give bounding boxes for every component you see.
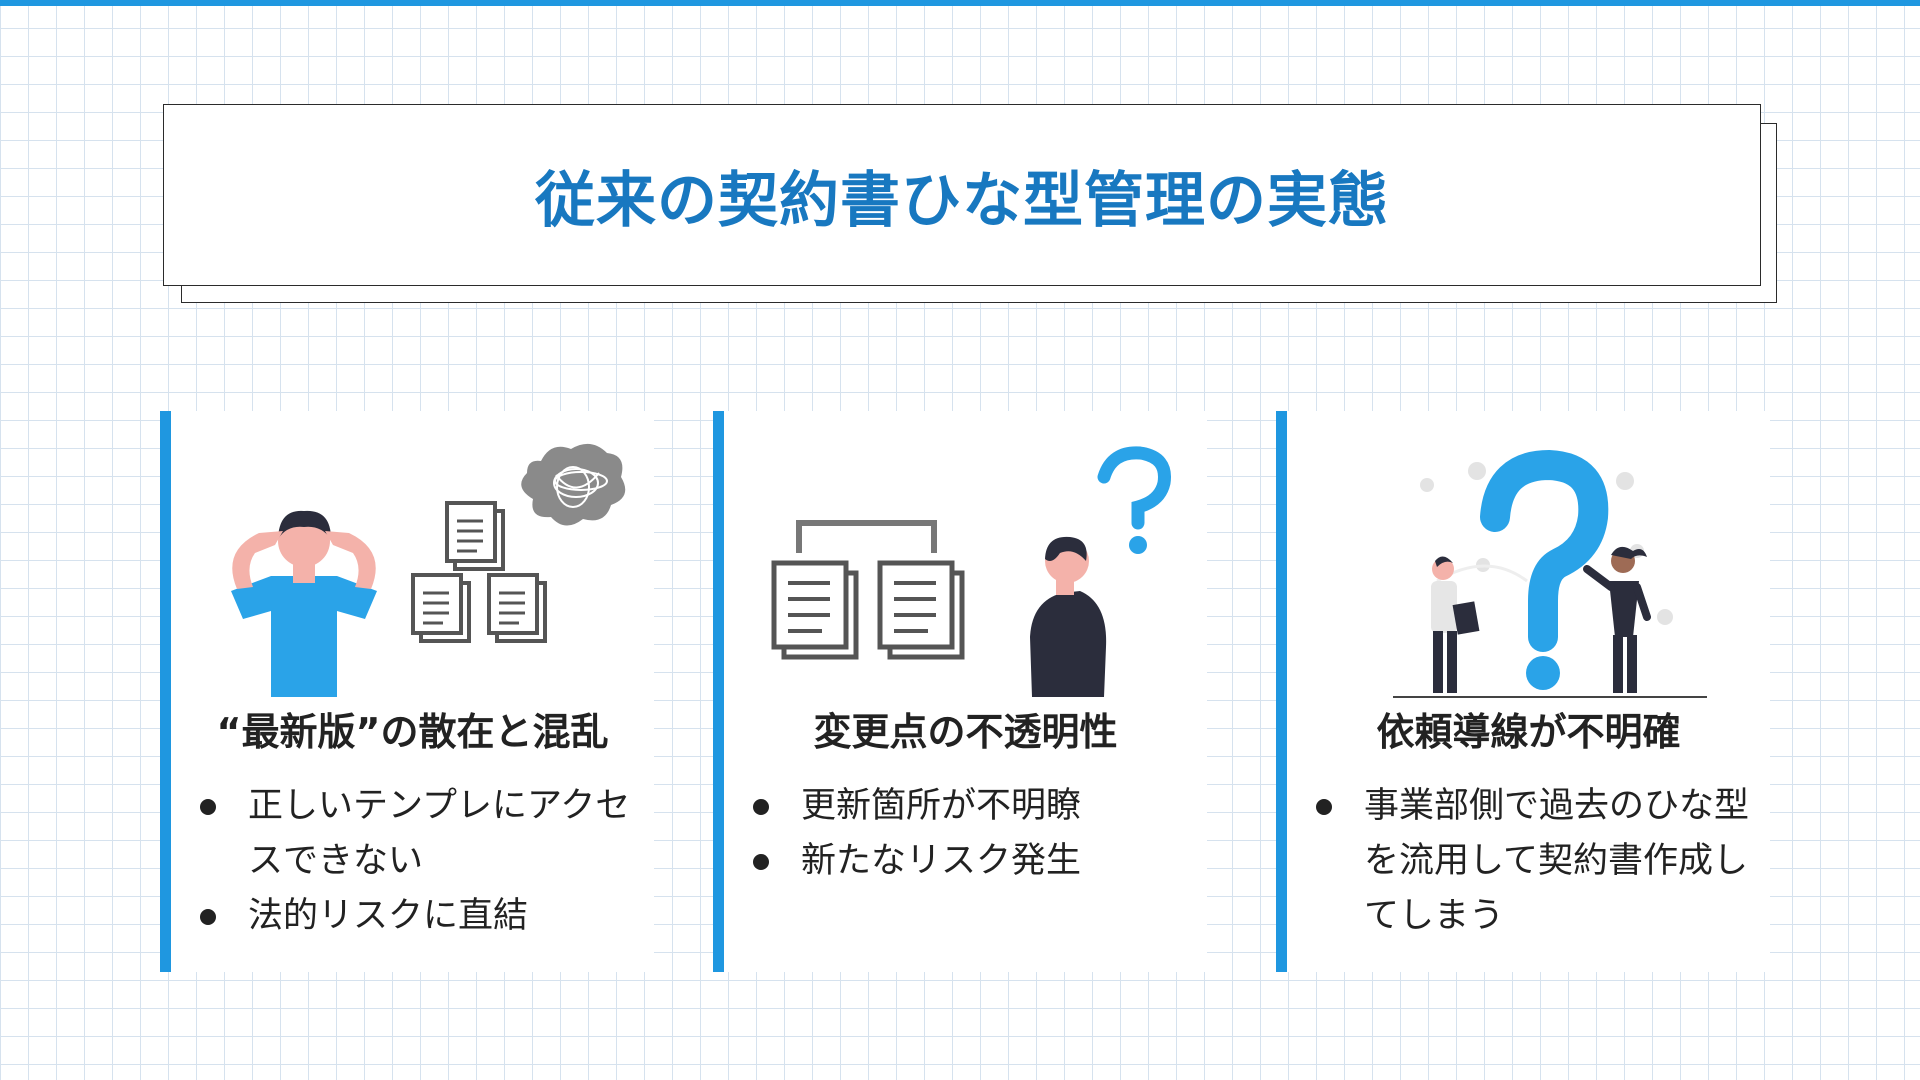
card-heading: “最新版”の散在と混乱 — [216, 710, 609, 754]
card-accent-bar — [713, 411, 724, 972]
bullet-dot-icon — [200, 909, 216, 925]
list-item: 新たなリスク発生 — [747, 834, 1197, 889]
problem-card-2: 変更点の不透明性 更新箇所が不明瞭 新たなリスク発生 — [713, 411, 1207, 972]
list-item-text: 正しいテンプレにアクセスできない — [248, 786, 631, 881]
list-item-text: 新たなリスク発生 — [801, 841, 1082, 881]
title-box: 従来の契約書ひな型管理の実態 — [163, 104, 1761, 286]
list-item: 正しいテンプレにアクセスできない — [194, 779, 644, 889]
list-item: 更新箇所が不明瞭 — [747, 779, 1197, 834]
list-item: 事業部側で過去のひな型を流用して契約書作成してしまう — [1310, 779, 1760, 944]
problem-card-1: “最新版”の散在と混乱 正しいテンプレにアクセスできない 法的リスクに直結 — [160, 411, 654, 972]
list-item-text: 事業部側で過去のひな型を流用して契約書作成してしまう — [1364, 786, 1750, 936]
card-heading: 変更点の不透明性 — [813, 710, 1118, 754]
top-accent-bar — [0, 0, 1920, 6]
card-accent-bar — [1276, 411, 1287, 972]
list-item-text: 法的リスクに直結 — [248, 896, 529, 936]
bullet-list: 事業部側で過去のひな型を流用して契約書作成してしまう — [1310, 779, 1760, 944]
document-comparison-question-icon — [771, 446, 1171, 697]
bullet-list: 正しいテンプレにアクセスできない 法的リスクに直結 — [194, 779, 644, 944]
list-item-text: 更新箇所が不明瞭 — [801, 786, 1082, 826]
bullet-dot-icon — [753, 854, 769, 870]
people-question-mark-icon — [1393, 449, 1707, 698]
bullet-list: 更新箇所が不明瞭 新たなリスク発生 — [747, 779, 1197, 889]
confused-person-documents-icon — [231, 443, 626, 697]
bullet-dot-icon — [200, 799, 216, 815]
card-heading: 依頼導線が不明確 — [1376, 710, 1681, 754]
problem-card-3: 依頼導線が不明確 事業部側で過去のひな型を流用して契約書作成してしまう — [1276, 411, 1770, 972]
bullet-dot-icon — [1316, 799, 1332, 815]
card-accent-bar — [160, 411, 171, 972]
list-item: 法的リスクに直結 — [194, 889, 644, 944]
bullet-dot-icon — [753, 799, 769, 815]
page-title: 従来の契約書ひな型管理の実態 — [535, 165, 1389, 236]
